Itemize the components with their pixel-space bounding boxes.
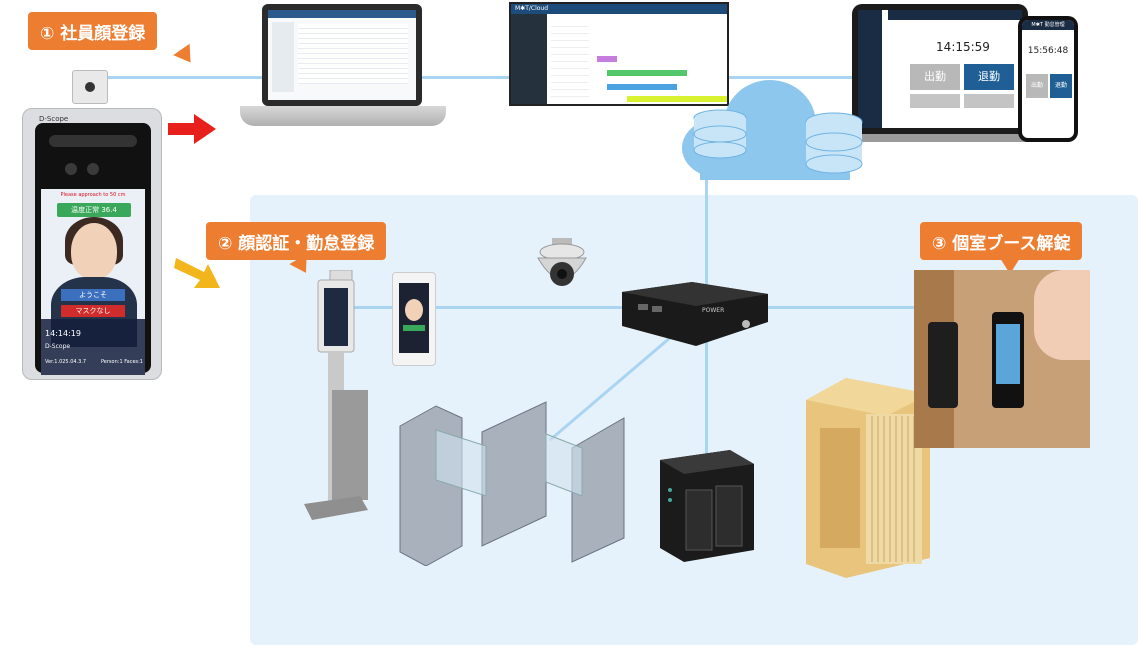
terminal-sensor-bar <box>49 135 137 147</box>
face-recognition-terminal: D-Scope Please approach to 50 cm 温度正常 36… <box>22 108 162 380</box>
laptop <box>262 4 422 106</box>
attendance-smartphone: M✱T 勤怠管理 15:56:48 出勤 退勤 <box>1018 16 1078 142</box>
terminal-time: 14:14:19 <box>45 329 81 338</box>
terminal-info-band <box>41 319 145 375</box>
registration-camera-icon <box>72 70 108 104</box>
temperature-badge: 温度正常 36.4 <box>57 203 131 217</box>
terminal-lens-icon <box>65 163 77 175</box>
monitor-calendar <box>547 14 727 104</box>
tablet-screen: 14:15:59 出勤 退勤 <box>858 10 1022 128</box>
red-arrow-icon <box>168 114 216 144</box>
phone-screen: M✱T 勤怠管理 15:56:48 出勤 退勤 <box>1022 20 1074 138</box>
terminal-person-count: Person:1 Faces:1 <box>100 359 143 365</box>
callout-label: ① 社員顔登録 <box>40 23 146 44</box>
nas-storage-icon <box>660 450 754 562</box>
monitor-sidebar <box>511 14 547 104</box>
welcome-badge: ようこそ <box>61 289 125 301</box>
mini-pc-icon: POWER <box>622 282 768 346</box>
terminal-brand: D-Scope <box>39 115 69 123</box>
connector-line-to-nas <box>705 308 708 458</box>
attendance-tablet: 14:15:59 出勤 退勤 <box>852 4 1028 134</box>
connector-line-top <box>96 76 896 79</box>
standing-face-terminal <box>304 270 368 520</box>
callout-private-booth-unlock: ③ 個室ブース解錠 <box>920 222 1083 274</box>
tabletop-face-terminal <box>392 272 436 366</box>
terminal-message: Please approach to 50 cm <box>60 192 126 198</box>
laptop-base <box>240 106 446 126</box>
laptop-screen <box>268 10 416 100</box>
clock-out-button[interactable]: 退勤 <box>964 64 1014 90</box>
private-booth <box>806 378 930 578</box>
terminal-version: Ver.1.025.04.3.7 <box>45 359 87 365</box>
callout-employee-registration: ① 社員顔登録 <box>28 12 158 50</box>
clock-in-button[interactable]: 出勤 <box>910 64 960 90</box>
terminal-name: D-Scope <box>45 343 71 350</box>
terminal-screen: Please approach to 50 cm 温度正常 36.4 ようこそ … <box>41 189 145 375</box>
callout-label: ③ 個室ブース解錠 <box>932 233 1071 254</box>
security-gates <box>399 401 625 566</box>
mask-status-badge: マスクなし <box>61 305 125 317</box>
phone-clock-out-button[interactable]: 退勤 <box>1050 74 1072 98</box>
phone-clock-in-button[interactable]: 出勤 <box>1026 74 1048 98</box>
callout-label: ② 顔認証・勤怠登録 <box>218 233 375 254</box>
power-label: POWER <box>702 307 724 314</box>
dome-camera-icon <box>537 238 587 286</box>
cloud-database-icon <box>682 80 863 180</box>
cloud-dashboard-monitor: M✱T/Cloud <box>509 2 729 106</box>
connector-line-cloud-down <box>705 168 708 308</box>
monitor-header: M✱T/Cloud <box>511 4 727 14</box>
tablet-clock: 14:15:59 <box>936 40 990 54</box>
phone-clock: 15:56:48 <box>1027 46 1069 56</box>
yellow-arrow-icon <box>174 258 220 288</box>
person-face <box>71 223 117 279</box>
tablet-base <box>846 134 1034 142</box>
callout-face-auth-attendance: ② 顔認証・勤怠登録 <box>206 222 387 260</box>
terminal-lens-icon <box>87 163 99 175</box>
booth-door-lock-photo <box>914 270 1090 448</box>
phone-title: M✱T 勤怠管理 <box>1022 20 1074 30</box>
